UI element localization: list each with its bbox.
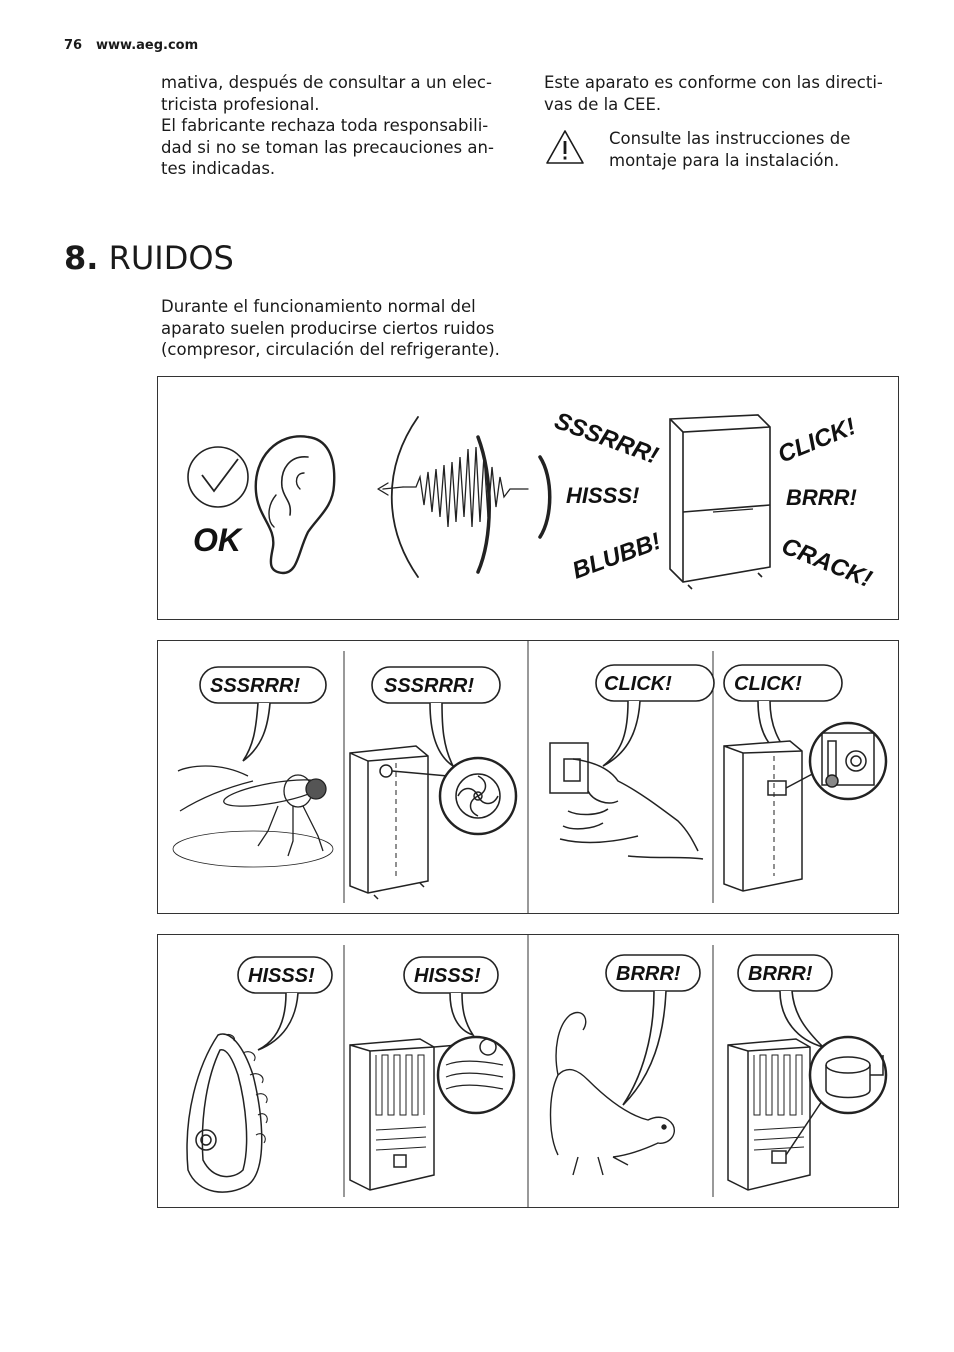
section-heading: 8. RUIDOS <box>64 236 234 280</box>
text-line: Este aparato es conforme con las directi… <box>544 73 883 92</box>
fridge-fan-icon <box>349 745 518 900</box>
bubble-label: HISSS! <box>414 965 481 987</box>
text-line: (compresor, circulación del refrigerante… <box>161 340 500 359</box>
text-line: aparato suelen producirse ciertos ruidos <box>161 318 495 338</box>
ok-label: OK <box>193 522 244 558</box>
sound-label: CRACK! <box>778 533 876 593</box>
bubble-label: SSSRRR! <box>210 675 300 697</box>
text-line: Consulte las instrucciones de <box>609 129 851 148</box>
fridge-coil-icon <box>349 1035 516 1191</box>
text-line: montaje para la instalación. <box>609 150 840 170</box>
text-line: vas de la CEE. <box>544 94 662 114</box>
illustration-overview: OK SSSRRR! HISSS! BLUBB! <box>157 376 899 620</box>
section-title: RUIDOS <box>108 239 234 277</box>
text-line: mativa, después de consultar a un elec- <box>161 73 492 92</box>
left-column-text: mativa, después de consultar a un elec- … <box>161 72 513 180</box>
illustration-fan-thermostat-drawing: SSSRRR! SSSRRR! CLICK! CLICK! <box>172 641 888 913</box>
sound-label: CLICK! <box>774 413 860 469</box>
text-line: tricista profesional. <box>161 94 320 114</box>
cat-icon <box>549 1011 675 1176</box>
bubble-label: BRRR! <box>748 963 813 985</box>
fridge-thermostat-icon <box>723 721 888 892</box>
sound-label: SSSRRR! <box>551 407 662 469</box>
steam-iron-icon <box>186 1033 268 1193</box>
ear-icon <box>254 435 336 575</box>
right-column-text: Este aparato es conforme con las directi… <box>544 72 904 115</box>
sound-label: HISSS! <box>566 483 639 508</box>
sound-label: BRRR! <box>786 485 857 510</box>
fridge-icon <box>669 414 771 590</box>
bubble-label: CLICK! <box>734 673 802 695</box>
bubble-label: BRRR! <box>616 963 681 985</box>
website-url: www.aeg.com <box>96 38 199 53</box>
section-intro: Durante el funcionamiento normal del apa… <box>161 296 521 361</box>
bubble-label: SSSRRR! <box>384 675 474 697</box>
sound-wave-icon <box>377 416 552 578</box>
text-line: tes indicadas. <box>161 159 276 178</box>
illustration-overview-drawing: OK SSSRRR! HISSS! BLUBB! <box>187 407 876 593</box>
fridge-compressor-icon <box>727 1035 888 1191</box>
illustration-fan-thermostat: SSSRRR! SSSRRR! CLICK! CLICK! <box>157 640 899 914</box>
bubble-label: CLICK! <box>604 673 672 695</box>
text-line: Durante el funcionamiento normal del <box>161 297 476 316</box>
warning-triangle-icon <box>546 130 584 164</box>
text-line: El fabricante rechaza toda responsabili- <box>161 116 489 135</box>
warning-text: Consulte las instrucciones de montaje pa… <box>609 128 899 171</box>
illustration-refrigerant-compressor-drawing: HISSS! HISSS! BRRR! BRRR! <box>186 935 888 1207</box>
fly-icon <box>172 765 334 868</box>
text-line: dad si no se toman las precauciones an- <box>161 137 494 157</box>
illustration-refrigerant-compressor: HISSS! HISSS! BRRR! BRRR! <box>157 934 899 1208</box>
check-circle-icon <box>187 446 249 508</box>
page-number: 76 <box>64 38 83 53</box>
bubble-label: HISSS! <box>248 965 315 987</box>
sound-label: BLUBB! <box>569 528 665 585</box>
hand-switch-icon <box>549 742 704 860</box>
section-number: 8. <box>64 239 99 277</box>
